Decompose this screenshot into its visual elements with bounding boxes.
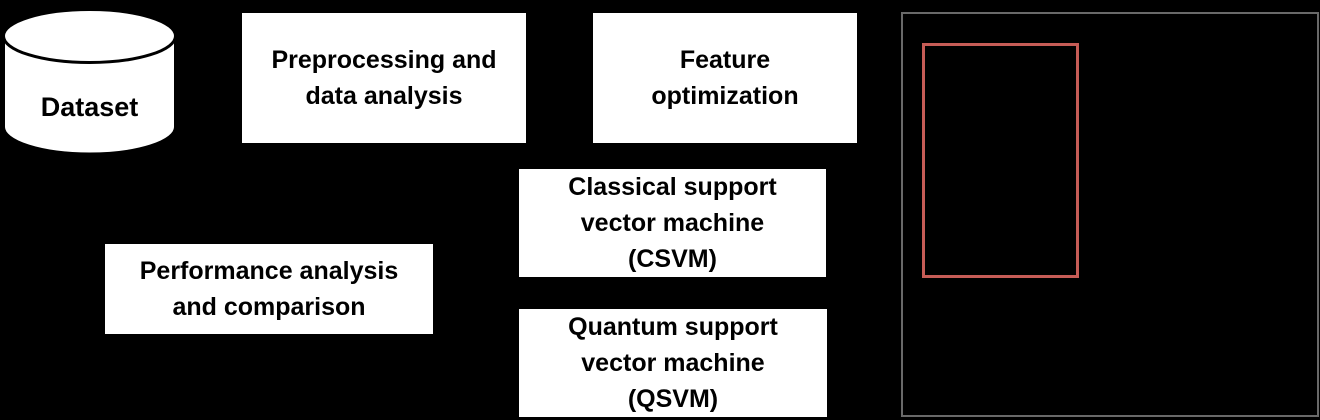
node-qsvm: Quantum support vector machine (QSVM) (519, 309, 827, 417)
dataset-label: Dataset (40, 92, 139, 122)
node-performance-analysis: Performance analysis and comparison (105, 244, 433, 334)
node-csvm: Classical support vector machine (CSVM) (519, 169, 826, 277)
highlight-region (922, 43, 1079, 278)
node-preprocessing: Preprocessing and data analysis (242, 13, 526, 143)
database-cylinder-icon (2, 8, 177, 156)
node-feature-optimization: Feature optimization (593, 13, 857, 143)
results-panel (901, 12, 1319, 417)
